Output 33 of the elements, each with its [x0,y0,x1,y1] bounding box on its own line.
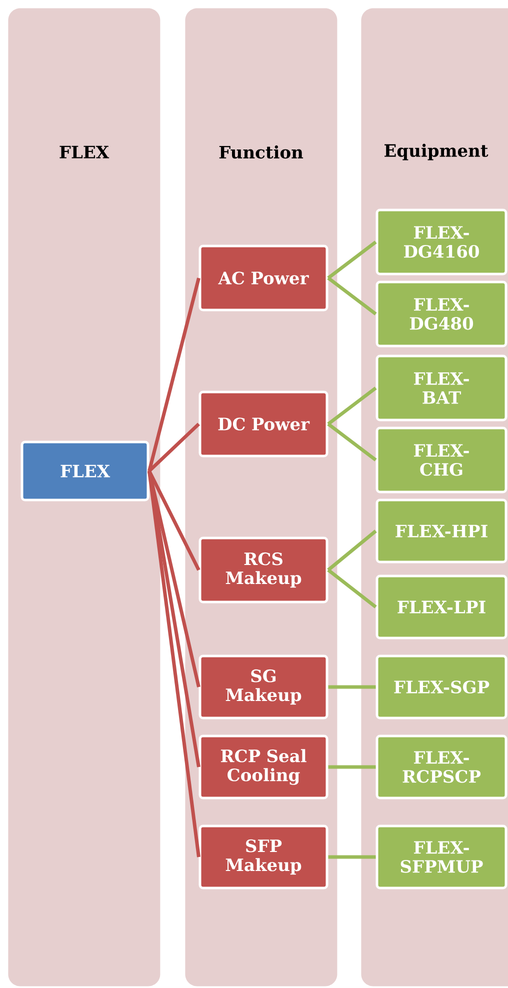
root-box: FLEX [20,440,150,502]
equipment-box: FLEX-HPI [376,498,508,564]
connector-line [148,278,200,472]
connector-line [327,386,377,426]
connector-line [328,855,376,859]
connector-line [328,685,376,689]
equipment-box: FLEX-SGP [376,654,508,720]
column-heading: Function [219,145,304,159]
equipment-box: FLEX-DG480 [376,280,508,348]
equipment-box: FLEX-SFPMUP [376,824,508,890]
connector-line [148,422,200,472]
function-box: AC Power [198,244,328,312]
equipment-box: FLEX-LPI [376,574,508,640]
column-heading: Equipment [384,144,488,160]
equipment-box: FLEX-CHG [376,426,508,494]
equipment-box: FLEX-DG4160 [376,208,508,276]
function-box: SG Makeup [198,654,328,720]
column-heading: FLEX [60,146,110,158]
equipment-box: FLEX-BAT [376,354,508,422]
connector-line [327,568,377,608]
function-box: RCS Makeup [198,536,328,604]
connector-line [148,470,200,571]
connector-line [327,530,377,572]
connector-line [148,470,200,768]
equipment-box: FLEX-RCPSCP [376,734,508,800]
function-box: SFP Makeup [198,824,328,890]
connector-line [328,765,376,769]
function-box: RCP Seal Cooling [198,734,328,800]
connector-line [148,470,200,858]
function-box: DC Power [198,390,328,458]
connector-line [327,422,377,462]
connector-line [327,276,377,316]
connector-line [327,240,377,280]
